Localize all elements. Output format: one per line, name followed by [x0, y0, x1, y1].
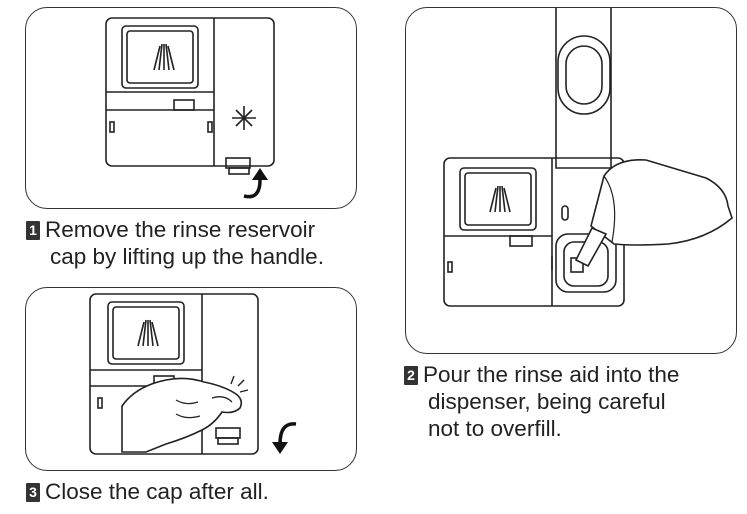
dispenser-cap-open-illustration — [105, 17, 275, 199]
step-2-line-3: not to overfill. — [428, 416, 562, 441]
step-1-line-2: cap by lifting up the handle. — [50, 244, 324, 269]
step-2-caption: 2 Pour the rinse aid into the dispenser, … — [404, 361, 679, 442]
step-2-line-1: Pour the rinse aid into the — [423, 362, 680, 387]
step-2-badge: 2 — [404, 366, 418, 385]
step-3-illustration-panel — [25, 287, 357, 471]
spray-icon — [137, 319, 159, 347]
sparkle-icon — [232, 106, 256, 130]
step-3-line-1: Close the cap after all. — [45, 479, 269, 504]
curved-arrow-down-icon — [272, 422, 297, 454]
step-2-line-2: dispenser, being careful — [428, 389, 666, 414]
dispenser-cap-closing-illustration — [89, 293, 297, 455]
step-3-caption: 3 Close the cap after all. — [26, 478, 269, 505]
hand-pressing-cap-illustration — [121, 375, 249, 453]
step-1-illustration-panel — [25, 7, 357, 209]
step-3-badge: 3 — [26, 483, 40, 502]
step-1-badge: 1 — [26, 221, 40, 240]
step-2-illustration-panel — [405, 7, 737, 354]
spray-icon — [489, 185, 511, 213]
pouring-rinse-aid-illustration — [443, 8, 733, 307]
curved-arrow-up-icon — [243, 168, 268, 199]
rinse-aid-bottle-illustration — [574, 159, 733, 268]
spray-icon — [153, 43, 175, 71]
step-1-caption: 1 Remove the rinse reservoir cap by lifti… — [26, 216, 324, 270]
step-1-line-1: Remove the rinse reservoir — [45, 217, 316, 242]
